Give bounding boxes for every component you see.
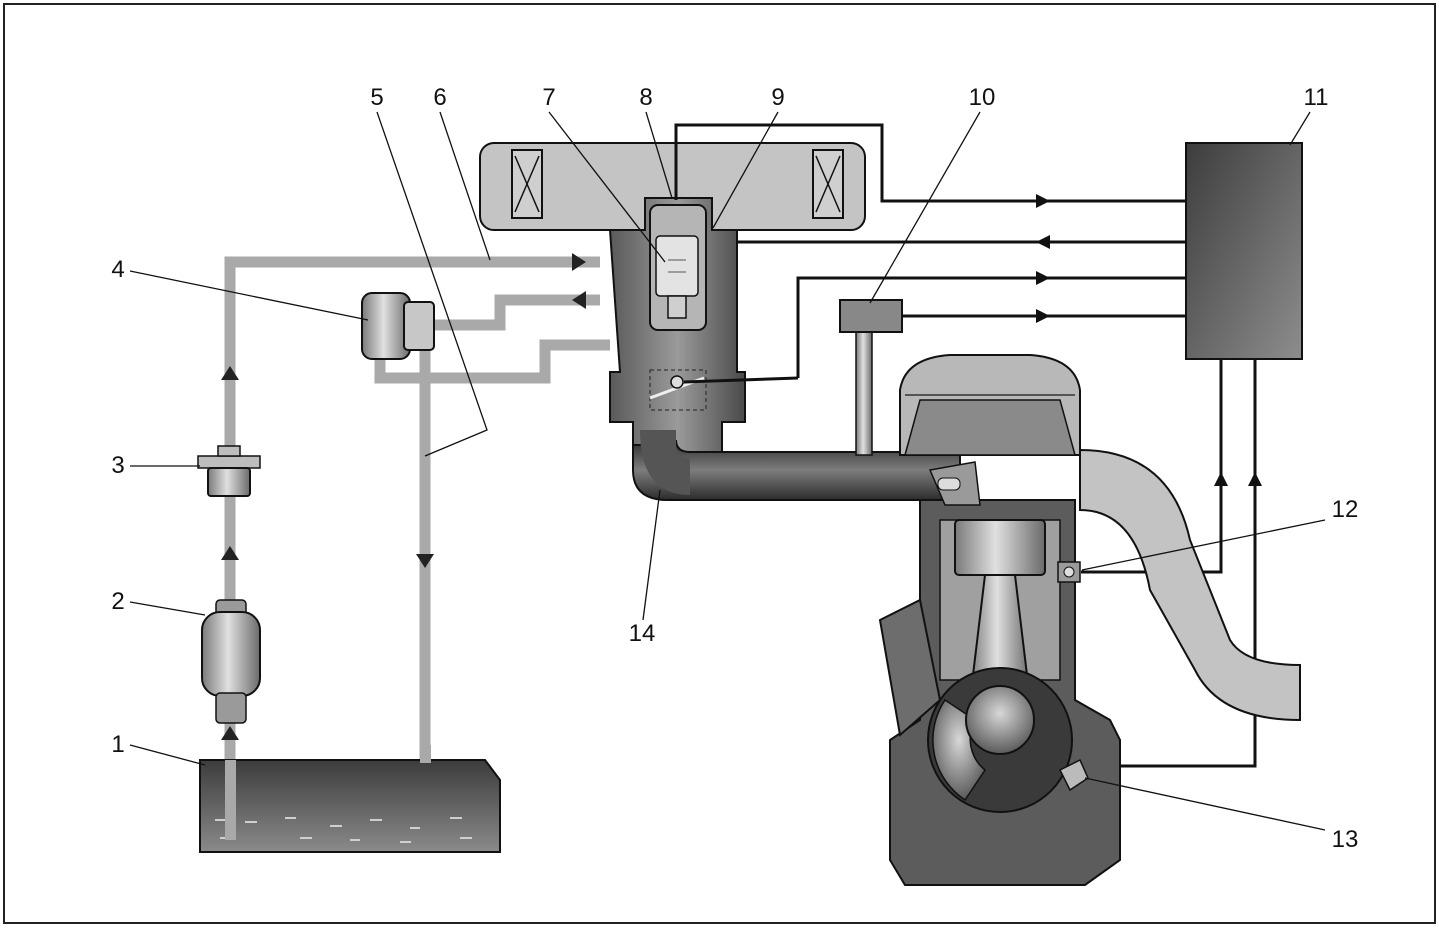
plenum-left-mount — [511, 149, 543, 219]
callout-3-fuel-filter: 3 — [111, 452, 125, 479]
sensor-stalk — [855, 329, 873, 456]
callout-12-coolant-sensor: 12 — [1331, 496, 1359, 523]
callout-11-control-unit: 11 — [1303, 84, 1329, 111]
control-unit — [1185, 142, 1303, 360]
regulator-vacuum-line — [374, 335, 610, 384]
callout-1-fuel-tank: 1 — [111, 731, 125, 758]
callout-9-housing: 9 — [771, 84, 785, 111]
callout-10-air-sensor: 10 — [968, 84, 996, 111]
intake-plenum — [479, 142, 866, 231]
wire-throttle-link — [683, 376, 799, 384]
engine — [878, 354, 1301, 886]
intake-manifold — [632, 299, 961, 501]
flow-arrows — [221, 253, 586, 740]
fuel-filter — [197, 445, 261, 497]
callout-13-crank-sensor: 13 — [1331, 826, 1359, 853]
wire-throttle-sensor — [796, 276, 1186, 378]
wire-injector-signal — [674, 123, 1186, 203]
piston — [954, 519, 1046, 576]
callout-8-injector-connector: 8 — [639, 84, 653, 111]
figure-frame — [3, 3, 1436, 924]
throttle-body — [608, 197, 746, 453]
wire-temp-sensor — [1081, 476, 1223, 574]
wire-crank-sensor — [1080, 476, 1257, 768]
callout-6-supply-line: 6 — [433, 84, 447, 111]
exhaust-pipe — [1079, 448, 1301, 722]
control-wires — [674, 123, 1257, 768]
fuel-pump — [201, 599, 261, 724]
leader-lines — [129, 111, 1326, 831]
air-temperature-sensor — [839, 299, 903, 333]
callout-7-injector: 7 — [542, 84, 556, 111]
callout-4-pressure-regulator: 4 — [111, 256, 125, 283]
throttle-valve-outline — [649, 369, 707, 411]
crankshaft-journal — [965, 685, 1035, 755]
fuel-tank — [199, 745, 501, 853]
pressure-regulator — [361, 292, 435, 360]
injector — [655, 235, 699, 319]
callout-5-return-line: 5 — [370, 84, 384, 111]
throttle-position-sensor-shaft — [670, 375, 684, 389]
regulator-feed-line — [432, 294, 600, 331]
wire-arrows — [1036, 194, 1262, 486]
air-filter — [899, 354, 1081, 456]
plenum-right-mount — [812, 149, 844, 219]
callout-2-fuel-pump: 2 — [111, 588, 125, 615]
callout-14-intake-manifold: 14 — [628, 620, 656, 647]
coolant-temperature-sensor — [1057, 561, 1081, 583]
